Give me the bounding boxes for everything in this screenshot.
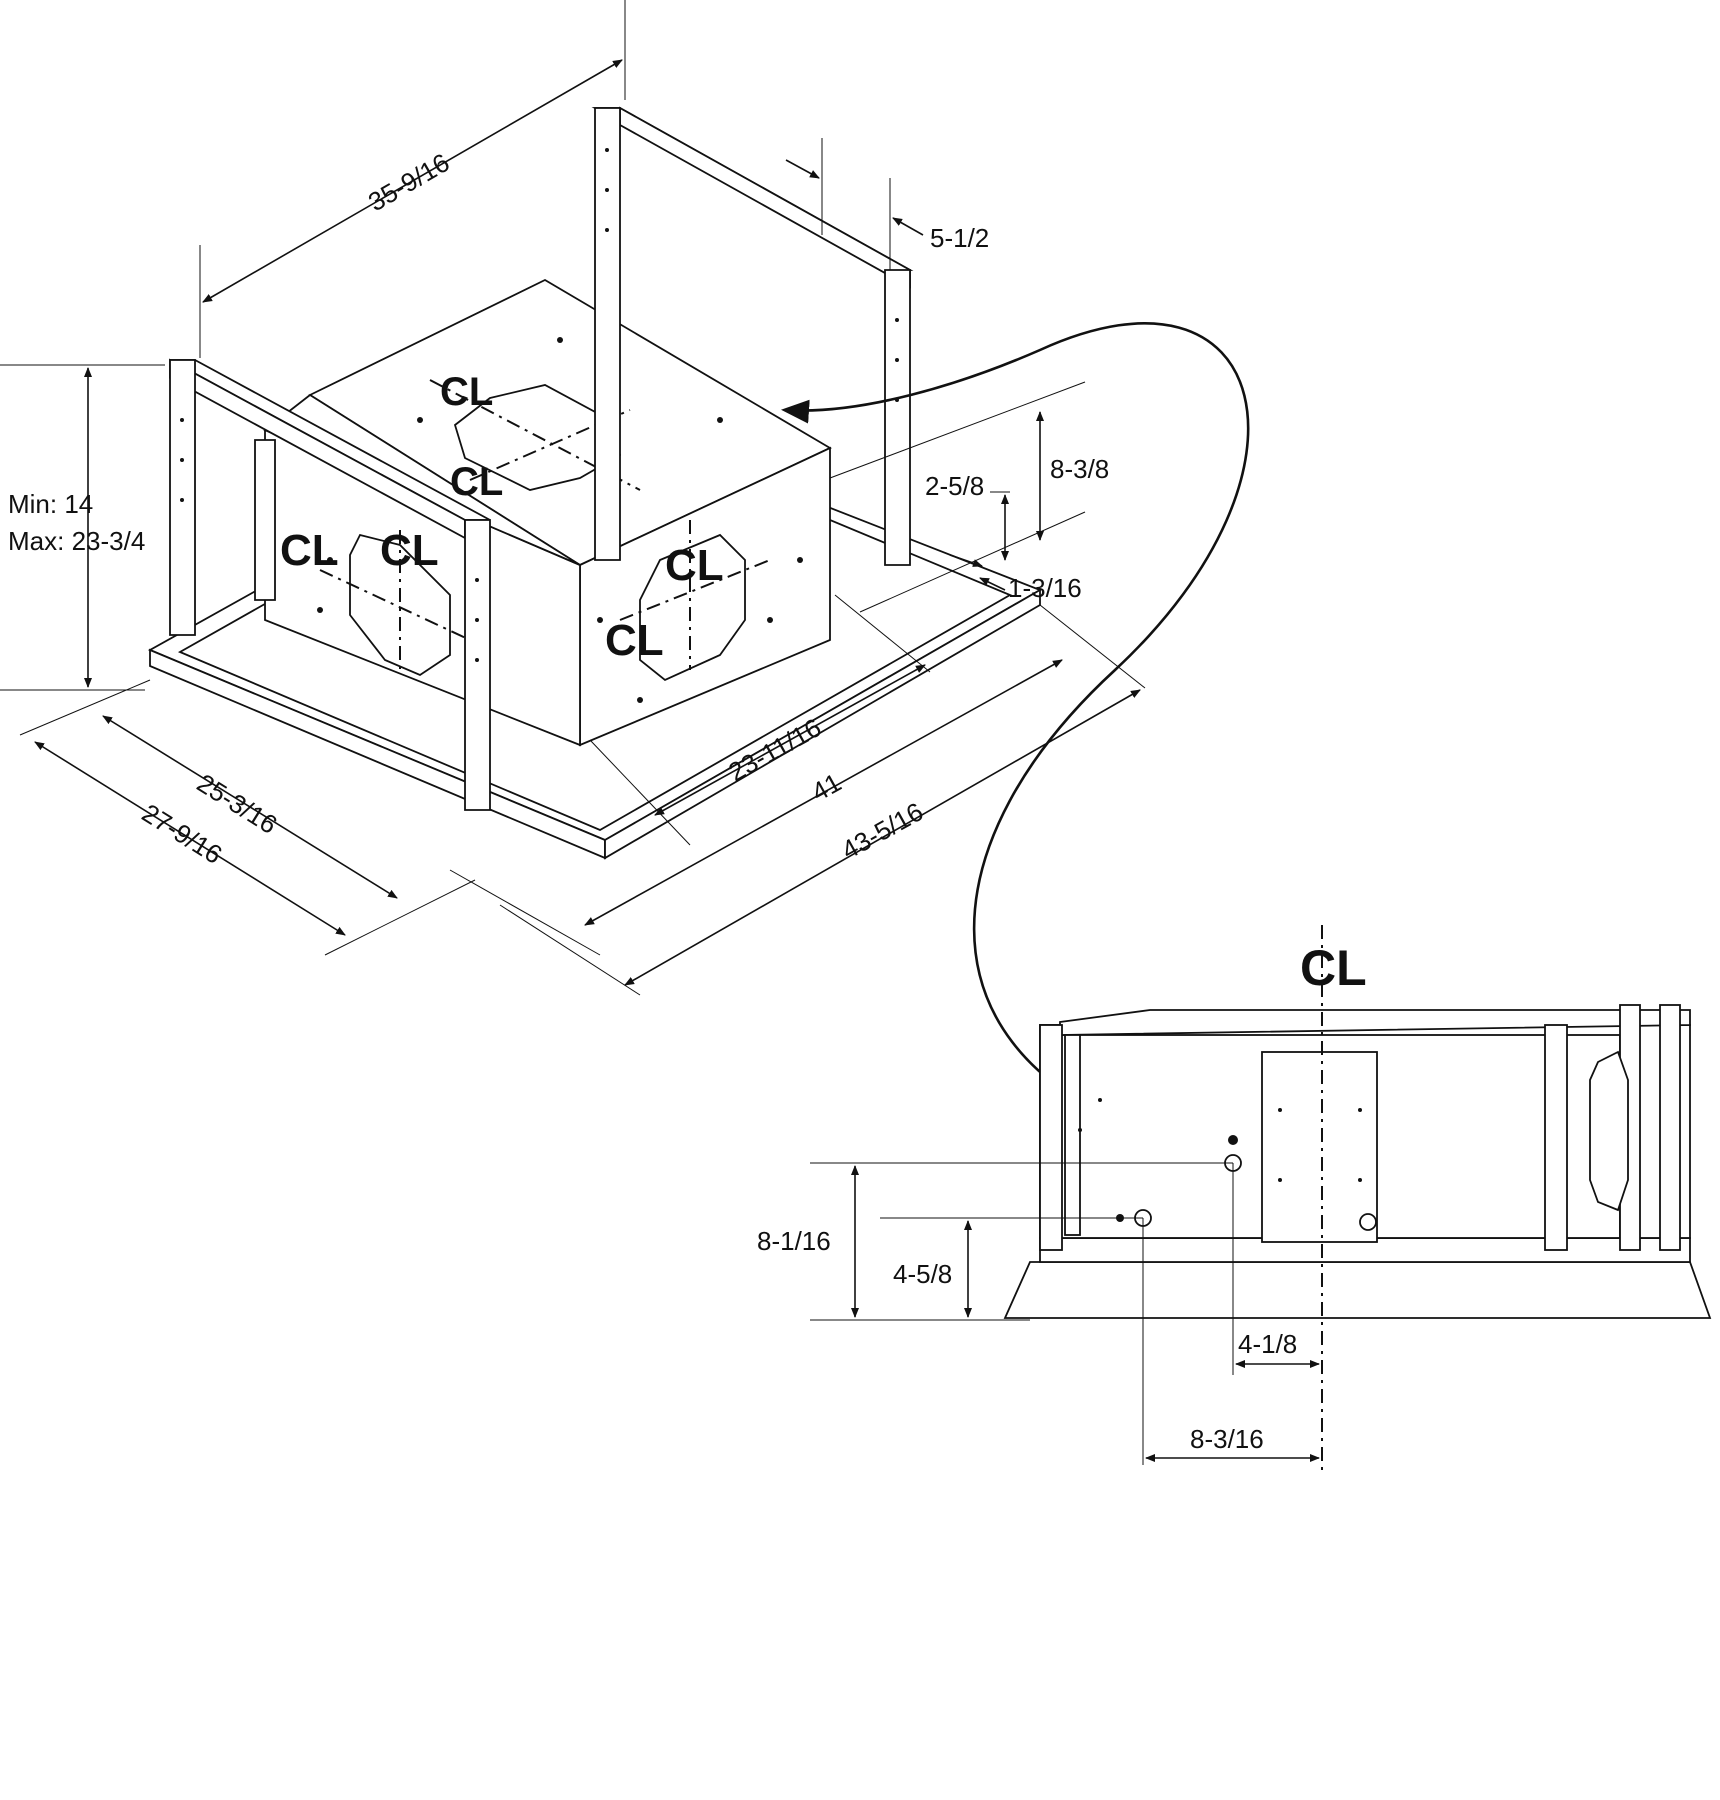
detail-dimension-labels: 8-1/16 4-5/8 4-1/8 8-3/16 [757, 1226, 1297, 1454]
support-frame [169, 106, 914, 811]
detail-callout-arrow [781, 321, 1250, 1127]
centerline-symbol-left-2: CL [380, 526, 439, 575]
hood-body [263, 278, 832, 747]
dim-detail-height-low: 4-5/8 [893, 1259, 952, 1289]
dim-flange-height: 8-3/8 [1050, 454, 1109, 484]
dim-length-inner: 41 [806, 767, 846, 807]
dim-inner-offset: 2-5/8 [925, 471, 984, 501]
dim-top-width: 35-9/16 [363, 147, 454, 217]
centerline-symbol-top-2: CL [450, 460, 503, 504]
detail-dimension-lines [810, 1162, 1320, 1465]
dim-detail-offset-near: 4-1/8 [1238, 1329, 1297, 1359]
centerline-symbol-top: CL [440, 370, 493, 414]
dim-depth-inner: 25-3/16 [192, 768, 283, 840]
dim-height-max: Max: 23-3/4 [8, 526, 145, 556]
detail-centerline-symbol: CL [1300, 940, 1367, 996]
dim-height-min: Min: 14 [8, 489, 93, 519]
dim-detail-height-high: 8-1/16 [757, 1226, 831, 1256]
detail-front-view [1003, 1004, 1712, 1319]
centerline-symbol-front-2: CL [605, 616, 664, 665]
dim-base-offset: 1-3/16 [1008, 573, 1082, 603]
dim-depth-outer: 27-9/16 [137, 798, 228, 870]
dim-detail-offset-far: 8-3/16 [1190, 1424, 1264, 1454]
isometric-dimension-lines [0, 0, 1146, 996]
dim-length-outer: 43-5/16 [836, 796, 928, 865]
centerline-symbol-front: CL [665, 541, 724, 590]
dim-rail-offset: 5-1/2 [930, 223, 989, 253]
centerline-symbols: CL CL CL CL CL CL [280, 370, 724, 665]
centerline-symbol-left: CL [280, 526, 339, 575]
